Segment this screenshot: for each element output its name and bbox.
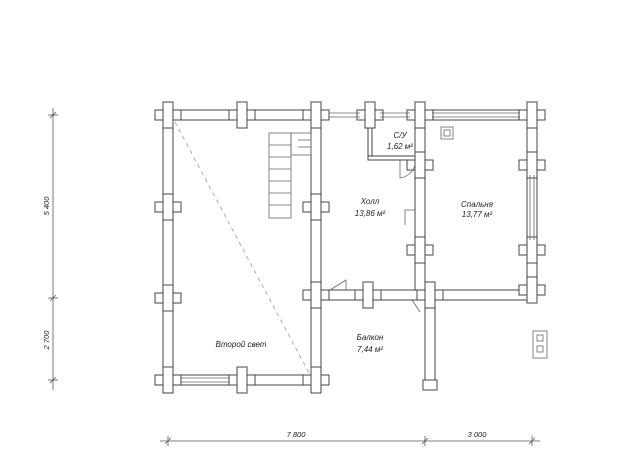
outdoor-unit-icon bbox=[532, 330, 548, 359]
dimension-bottom bbox=[160, 436, 540, 446]
dimension-left-bottom: 2 700 bbox=[42, 330, 51, 351]
windows bbox=[180, 112, 535, 383]
room-balcony-name: Балкон bbox=[357, 333, 384, 342]
wall-left bbox=[162, 109, 174, 386]
room-hall-name: Холл bbox=[360, 197, 380, 206]
wall-bedroom bbox=[414, 109, 426, 296]
room-balcony-area: 7,44 м² bbox=[357, 345, 383, 354]
room-bedroom-name: Спальня bbox=[461, 200, 494, 209]
room-hall-area: 13,86 м² bbox=[355, 209, 386, 218]
dimension-bottom-right: 3 000 bbox=[468, 430, 488, 439]
room-bedroom-area: 13,77 м² bbox=[462, 210, 493, 219]
dimension-bottom-left: 7 800 bbox=[287, 430, 307, 439]
dimension-left bbox=[48, 108, 58, 390]
room-su-area: 1,62 м² bbox=[387, 142, 413, 151]
wall-nodes bbox=[154, 101, 546, 394]
dimension-left-top: 5 400 bbox=[42, 196, 51, 216]
wall-right bbox=[526, 109, 538, 296]
second-light-diagonal bbox=[174, 121, 310, 374]
wall-middle bbox=[310, 109, 322, 386]
room-su-name: С/У bbox=[393, 131, 407, 140]
chimney-icon bbox=[440, 126, 454, 140]
staircase bbox=[268, 132, 312, 219]
room-second-light-name: Второй свет bbox=[216, 340, 267, 349]
wall-su-bottom bbox=[367, 155, 416, 161]
doors bbox=[329, 160, 421, 313]
wall-balcony-right bbox=[424, 299, 436, 381]
